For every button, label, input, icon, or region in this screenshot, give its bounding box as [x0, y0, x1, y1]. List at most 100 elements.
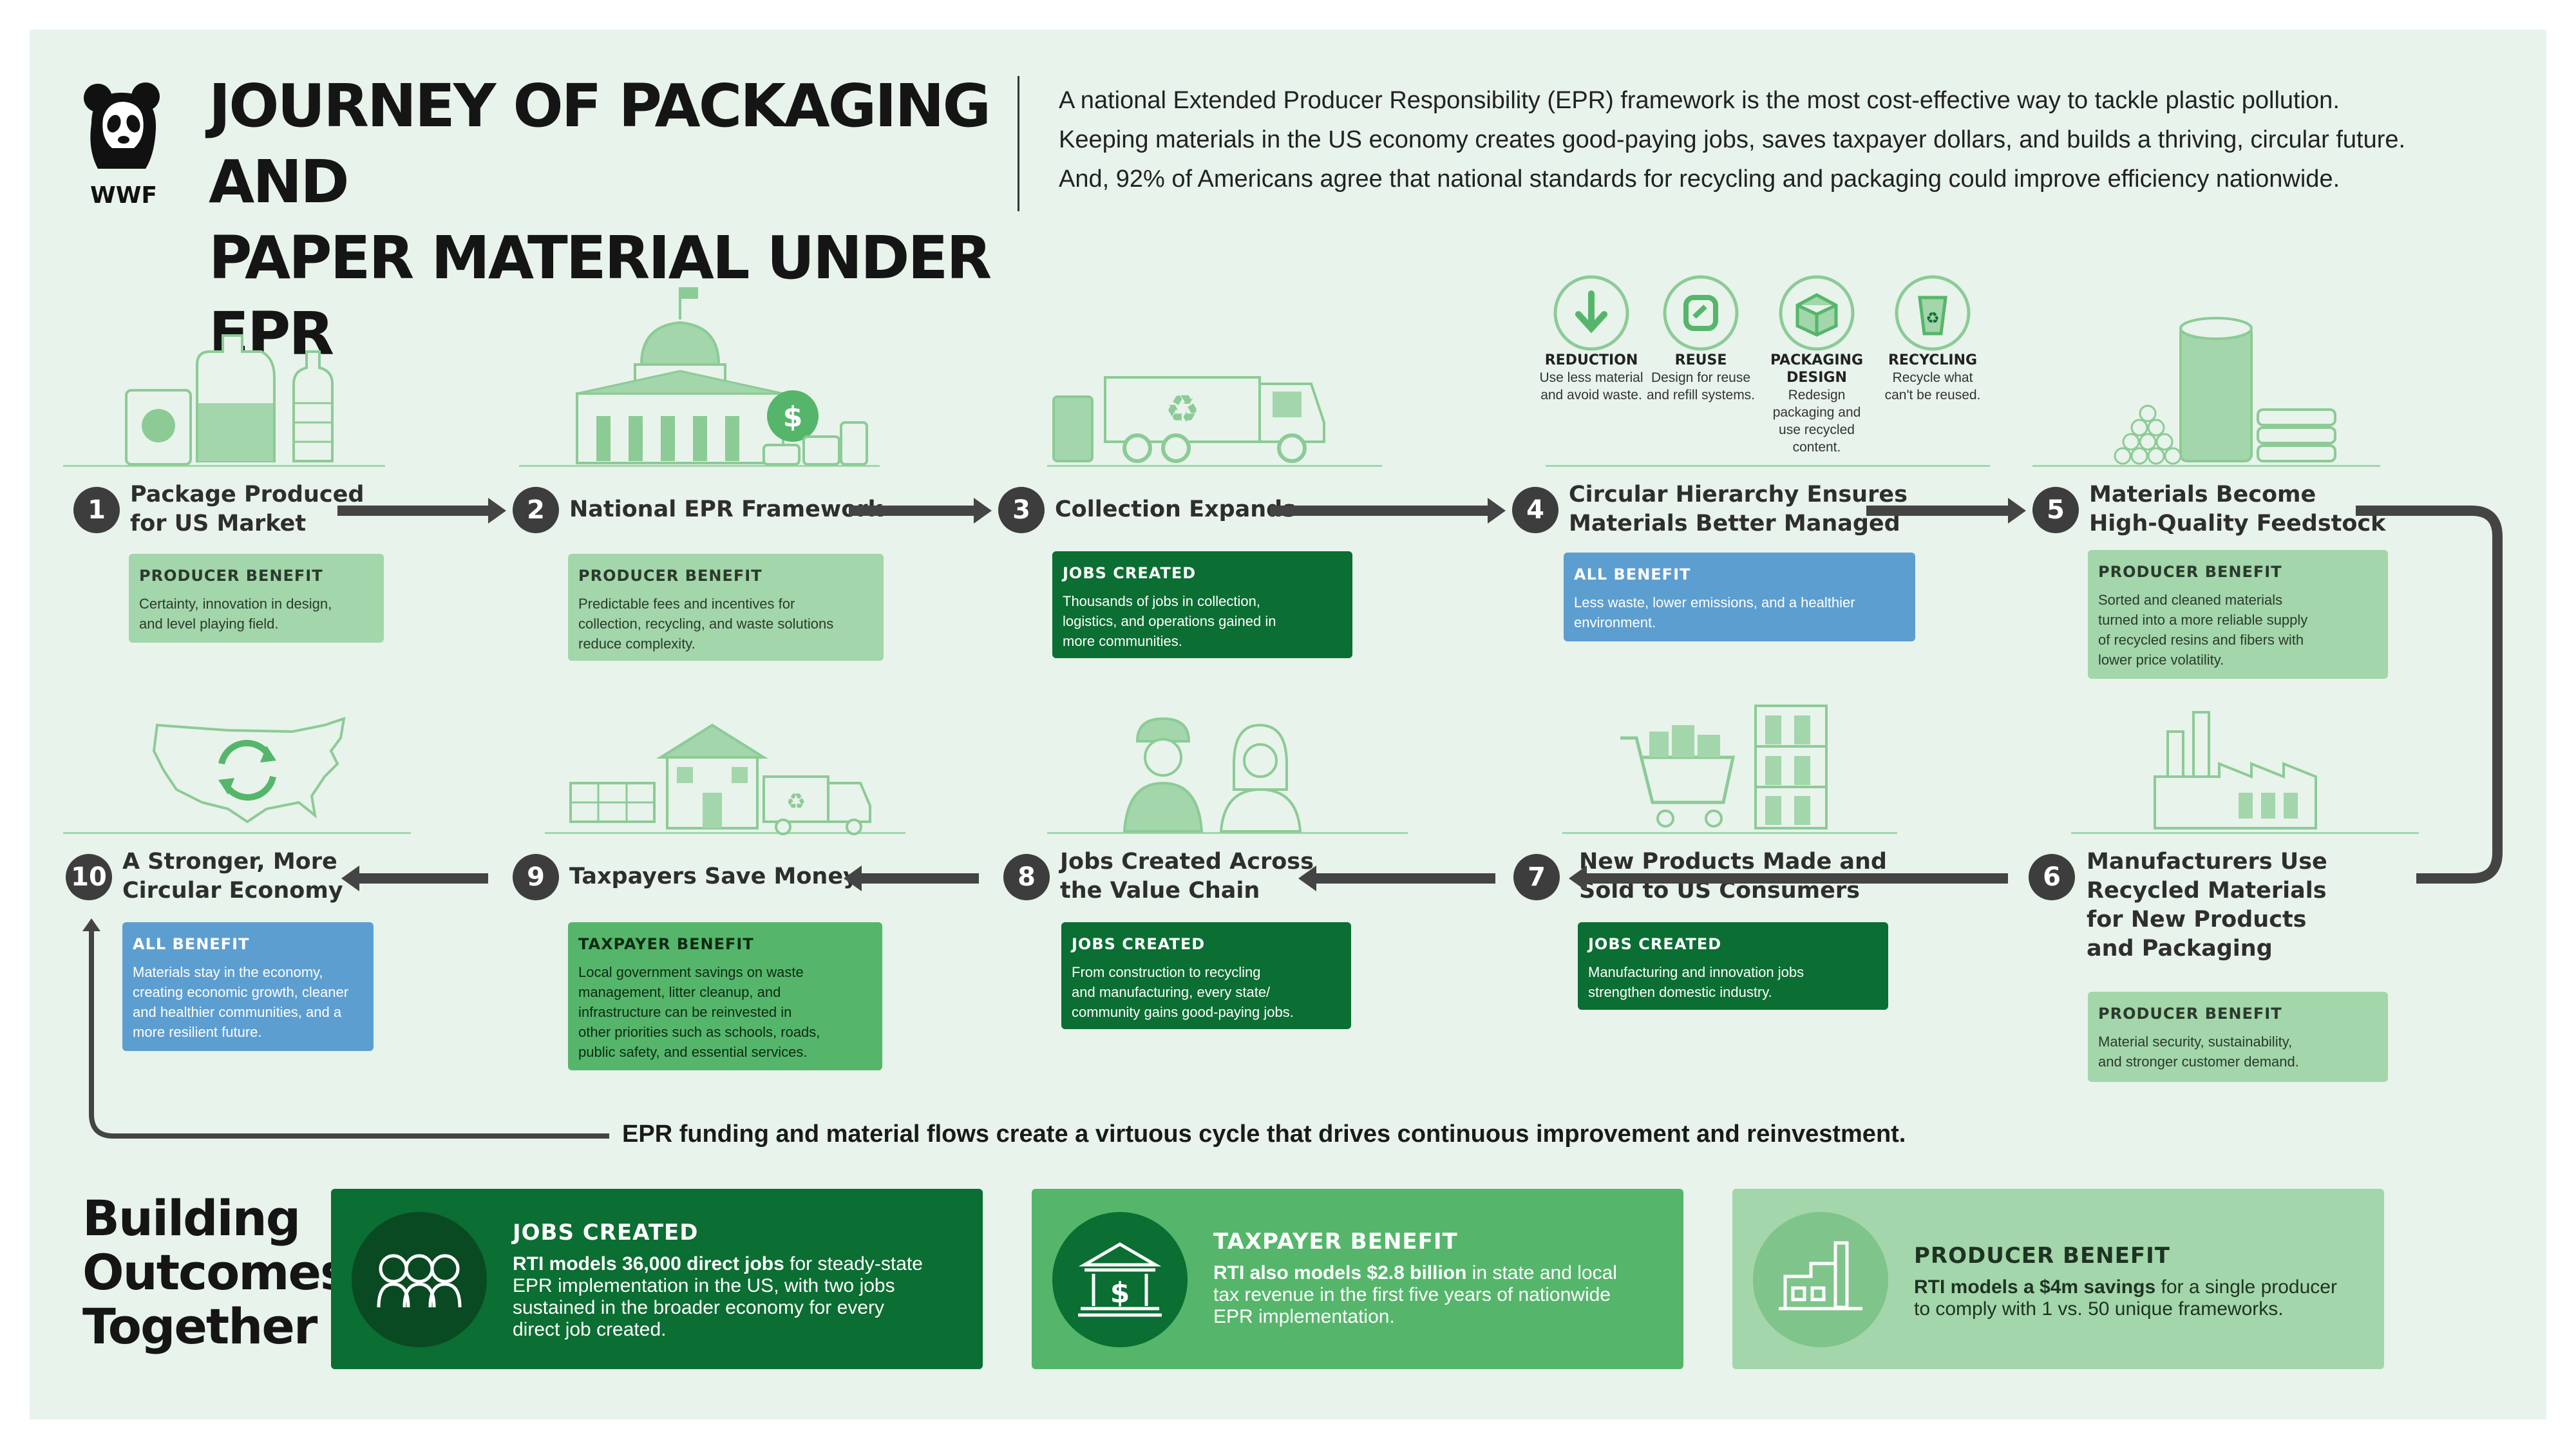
benefit-box-10: ALL BENEFIT Materials stay in the econom…	[122, 922, 374, 1051]
step-title-line: Package Produced	[130, 482, 365, 507]
benefit-box-8: JOBS CREATED From construction to recycl…	[1061, 922, 1351, 1029]
step-title-line: High-Quality Feedstock	[2089, 511, 2386, 536]
benefit-box-4: ALL BENEFIT Less waste, lower emissions,…	[1564, 553, 1915, 641]
step-title-4: Circular Hierarchy Ensures Materials Bet…	[1569, 480, 1908, 538]
outcome-card-title: PRODUCER BENEFIT	[1914, 1243, 2170, 1269]
baseline-8	[1047, 832, 1408, 834]
step-title-line: for US Market	[130, 511, 307, 536]
step-number-1: 1	[73, 487, 120, 533]
benefit-title: TAXPAYER BENEFIT	[578, 935, 754, 953]
step-title-2: National EPR Framework	[569, 497, 883, 522]
benefit-box-2: PRODUCER BENEFIT Predictable fees and in…	[568, 554, 884, 661]
benefit-title: JOBS CREATED	[1072, 935, 1206, 953]
cycle-return-arrow	[89, 929, 609, 1139]
step-number-7: 7	[1513, 854, 1560, 900]
outcomes-heading-line: Building	[82, 1189, 301, 1247]
outcome-card-jobs: JOBS CREATED RTI models 36,000 direct jo…	[331, 1189, 983, 1369]
step-number-2: 2	[513, 487, 559, 533]
baseline-10	[63, 832, 411, 834]
benefit-text: Thousands of jobs in collection,logistic…	[1063, 593, 1276, 649]
factory-illustration	[2154, 711, 2317, 829]
benefit-text: Less waste, lower emissions, and a healt…	[1574, 594, 1855, 630]
benefit-title: JOBS CREATED	[1063, 564, 1197, 582]
hierarchy-packaging-design: PACKAGING DESIGN Redesign packaging and …	[1762, 352, 1871, 456]
hierarchy-recycling: RECYCLING Recycle what can't be reused.	[1878, 352, 1987, 404]
intro-line-1: A national Extended Producer Responsibil…	[1059, 87, 2340, 114]
outcome-card-line: direct job created.	[513, 1319, 667, 1340]
step-title-3: Collection Expands	[1055, 497, 1296, 522]
step-title-line: Manufacturers Use	[2087, 849, 2327, 875]
capitol-illustration: $	[576, 287, 868, 466]
step-title-line: Materials Better Managed	[1569, 511, 1900, 536]
baseline-7	[1562, 832, 1897, 834]
community-illustration: ♻	[569, 723, 871, 835]
arrow-5-6	[2356, 506, 2503, 884]
step-title-8: Jobs Created Across the Value Chain	[1060, 848, 1314, 905]
outcome-card-line: EPR implementation.	[1213, 1306, 1395, 1327]
outcome-card-producer: PRODUCER BENEFIT RTI models a $4m saving…	[1732, 1189, 2384, 1369]
outcomes-heading: Building Outcomes Together	[82, 1189, 349, 1355]
step-number-8: 8	[1003, 854, 1050, 900]
step-title-10: A Stronger, More Circular Economy	[122, 848, 343, 905]
cycle-note: EPR funding and material flows create a …	[622, 1121, 1906, 1148]
outcome-card-rest: for a single producer	[2155, 1276, 2337, 1298]
step-title-line: New Products Made and	[1579, 849, 1887, 875]
outcome-card-text: RTI models 36,000 direct jobs for steady…	[513, 1253, 963, 1341]
outcome-card-bold: RTI models 36,000 direct jobs	[513, 1253, 784, 1274]
step-number-4: 4	[1512, 487, 1558, 533]
wwf-logo: WWF	[79, 79, 169, 209]
baseline-4	[1546, 465, 1990, 467]
intro-line-3: And, 92% of Americans agree that nationa…	[1059, 166, 2340, 193]
step-title-1: Package Produced for US Market	[130, 480, 364, 538]
baseline-1	[63, 465, 385, 467]
hierarchy-reuse: REUSE Design for reuse and refill system…	[1646, 352, 1756, 404]
outcome-card-line: sustained in the broader economy for eve…	[513, 1297, 884, 1318]
garbage-truck-illustration: ♻	[1052, 376, 1325, 463]
benefit-title: PRODUCER BENEFIT	[578, 567, 762, 585]
hierarchy-text: Use less material and avoid waste.	[1539, 370, 1643, 402]
baseline-5	[2032, 465, 2380, 467]
step-title-line: Recycled Materials	[2087, 878, 2327, 904]
step-title-line: Circular Hierarchy Ensures	[1569, 482, 1908, 507]
step-title-line: the Value Chain	[1060, 878, 1260, 904]
svg-text:♻: ♻	[1165, 388, 1200, 431]
baseline-2	[519, 465, 880, 467]
baseline-9	[545, 832, 905, 834]
benefit-text: Certainty, innovation in design,and leve…	[139, 596, 332, 632]
recycle-arrows-icon	[218, 739, 276, 801]
hierarchy-text: Recycle what can't be reused.	[1884, 370, 1981, 402]
hierarchy-text: Design for reuse and refill systems.	[1646, 370, 1756, 402]
outcome-card-bold: RTI also models $2.8 billion	[1213, 1262, 1467, 1283]
hierarchy-title: REDUCTION	[1544, 352, 1638, 368]
intro-line-2: Keeping materials in the US economy crea…	[1059, 126, 2406, 153]
outcomes-heading-line: Together	[82, 1298, 317, 1355]
svg-text:$: $	[783, 401, 803, 433]
outcome-card-title: JOBS CREATED	[513, 1220, 699, 1245]
benefit-box-1: PRODUCER BENEFIT Certainty, innovation i…	[129, 554, 384, 643]
step-number-10: 10	[66, 854, 112, 900]
workers-illustration	[1122, 717, 1302, 833]
outcome-card-text: RTI models a $4m savings for a single pr…	[1914, 1276, 2365, 1320]
benefit-box-9: TAXPAYER BENEFIT Local government saving…	[568, 922, 882, 1070]
refill-icon	[1663, 275, 1739, 351]
step-number-9: 9	[513, 854, 559, 900]
hierarchy-reduction: REDUCTION Use less material and avoid wa…	[1537, 352, 1646, 404]
step-title-line: Materials Become	[2089, 482, 2316, 507]
benefit-text: Materials stay in the economy,creating e…	[133, 964, 349, 1040]
feedstock-illustration	[2114, 317, 2336, 465]
step-title-line: and Packaging	[2087, 936, 2273, 961]
wwf-logo-text: WWF	[90, 182, 157, 209]
step-title-9: Taxpayers Save Money	[569, 864, 858, 889]
outcomes-heading-line: Outcomes	[82, 1244, 349, 1301]
outcome-card-line: tax revenue in the first five years of n…	[1213, 1284, 1611, 1305]
step-title-line: Circular Economy	[122, 878, 343, 904]
hierarchy-text: Redesign packaging and use recycled cont…	[1772, 388, 1861, 455]
outcome-card-line: EPR implementation in the US, with two j…	[513, 1275, 895, 1296]
benefit-box-7: JOBS CREATED Manufacturing and innovatio…	[1578, 922, 1888, 1010]
header-divider	[1018, 76, 1019, 211]
step-number-3: 3	[998, 487, 1045, 533]
